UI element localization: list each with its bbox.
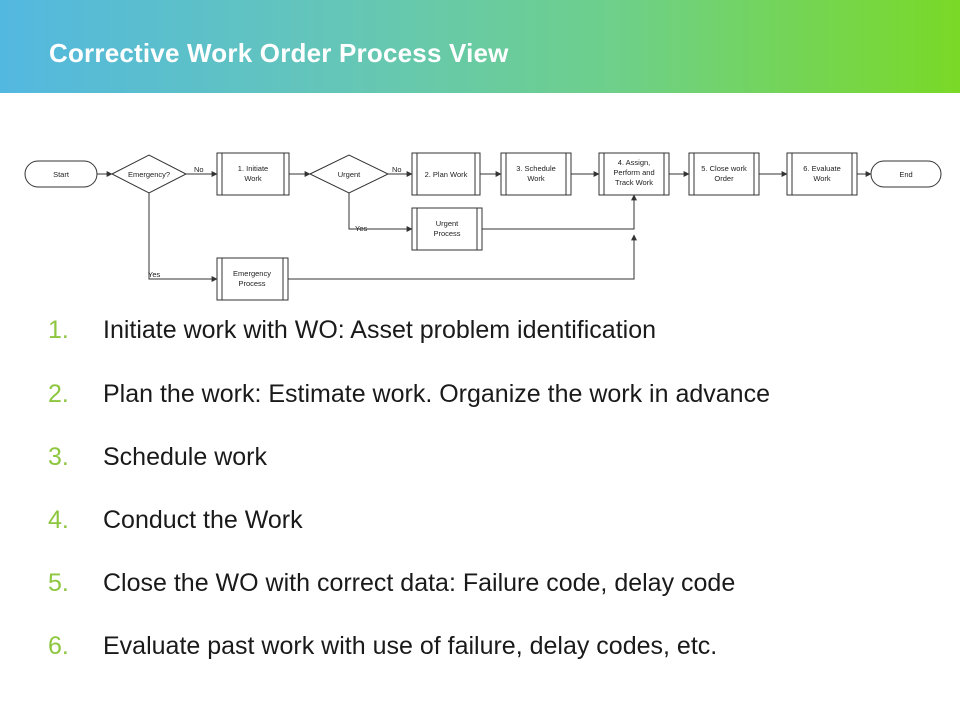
urgent-decision-label: Urgent	[338, 170, 361, 179]
emergency-decision	[110, 154, 188, 194]
evaluate-work-label-1: 6. Evaluate	[803, 164, 841, 173]
edge-urgent-yes	[348, 193, 413, 232]
initiate-work-label-1: 1. Initiate	[238, 164, 268, 173]
step-number: 3.	[48, 443, 69, 471]
emergency-process-box	[216, 257, 289, 301]
urgent-decision	[308, 154, 390, 194]
step-text: Plan the work: Estimate work. Organize t…	[103, 380, 770, 408]
step-item: 2. Plan the work: Estimate work. Organiz…	[48, 377, 948, 412]
step-text: Schedule work	[103, 443, 267, 471]
step-text: Evaluate past work with use of failure, …	[103, 632, 718, 660]
emergency-no-label: No	[194, 165, 204, 174]
step-item: 1. Initiate work with WO: Asset problem …	[48, 313, 948, 348]
urgent-process-label-2: Process	[433, 229, 460, 238]
step-text: Close the WO with correct data: Failure …	[103, 569, 736, 597]
start-terminator	[24, 160, 98, 188]
close-work-label-2: Order	[714, 174, 734, 183]
initiate-work-box	[216, 152, 290, 196]
step-text: Initiate work with WO: Asset problem ide…	[103, 316, 657, 344]
initiate-work-label-2: Work	[244, 174, 262, 183]
step-text: Conduct the Work	[103, 506, 303, 534]
flow-connectors	[97, 171, 872, 282]
process-steps-list: 1. Initiate work with WO: Asset problem …	[48, 313, 948, 664]
plan-work-label: 2. Plan Work	[425, 170, 468, 179]
schedule-work-label-1: 3. Schedule	[516, 164, 556, 173]
start-label: Start	[53, 170, 70, 179]
assign-label-3: Track Work	[615, 178, 653, 187]
urgent-yes-label: Yes	[355, 224, 367, 233]
page-title: Corrective Work Order Process View	[49, 38, 509, 68]
title-banner: Corrective Work Order Process View	[0, 0, 960, 93]
step-number: 6.	[48, 632, 69, 660]
assign-label-1: 4. Assign,	[618, 158, 651, 167]
end-terminator	[870, 160, 942, 188]
plan-work-box	[411, 152, 481, 196]
emergency-decision-label: Emergency?	[128, 170, 170, 179]
emergency-process-label-1: Emergency	[233, 269, 271, 278]
schedule-work-label-2: Work	[527, 174, 545, 183]
edge-emergency-yes	[148, 193, 218, 282]
step-number: 4.	[48, 506, 69, 534]
emergency-process-label-2: Process	[238, 279, 265, 288]
urgent-no-label: No	[392, 165, 402, 174]
step-number: 1.	[48, 316, 69, 344]
assign-label-2: Perform and	[613, 168, 654, 177]
step-number: 2.	[48, 380, 69, 408]
step-item: 6. Evaluate past work with use of failur…	[48, 629, 948, 664]
edge-urgent-process-assign	[482, 194, 637, 230]
schedule-work-box	[500, 152, 572, 196]
urgent-process-label-1: Urgent	[436, 219, 459, 228]
evaluate-work-label-2: Work	[813, 174, 831, 183]
step-item: 5. Close the WO with correct data: Failu…	[48, 566, 948, 601]
process-flowchart: Start End Emergency? Urgent No Yes No Ye…	[24, 152, 942, 301]
assign-perform-box	[598, 152, 670, 196]
edge-emergency-process-assign	[288, 234, 637, 280]
close-work-order-box	[688, 152, 760, 196]
step-number: 5.	[48, 569, 69, 597]
evaluate-work-box	[786, 152, 858, 196]
end-label: End	[899, 170, 912, 179]
step-item: 3. Schedule work	[48, 440, 948, 475]
step-item: 4. Conduct the Work	[48, 503, 948, 538]
emergency-yes-label: Yes	[148, 270, 160, 279]
close-work-label-1: 5. Close work	[701, 164, 747, 173]
urgent-process-box	[411, 207, 483, 251]
